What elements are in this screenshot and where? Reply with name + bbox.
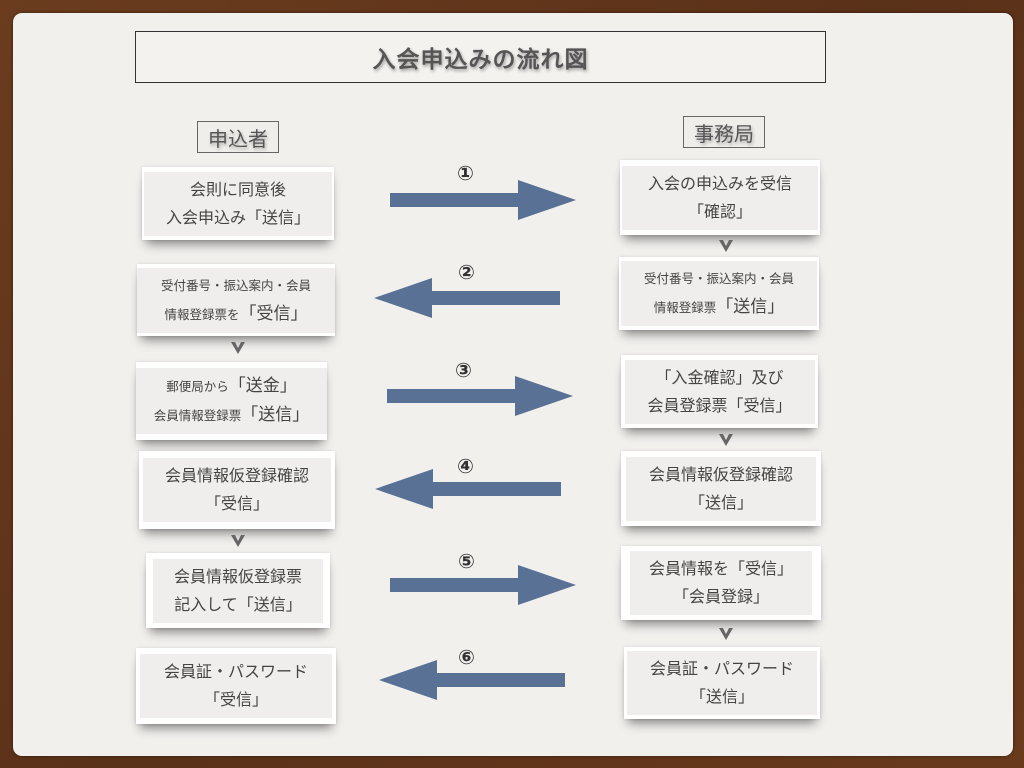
column-header-applicant-label: 申込者 <box>208 126 268 151</box>
flow-number-2: ② <box>458 260 475 284</box>
step-text: 入会の申込みを受信 <box>647 173 792 193</box>
step-text: 会員情報仮登録票 <box>173 566 302 586</box>
step-text: 会員情報を「受信」 <box>648 559 793 578</box>
flow-number-5: ⑤ <box>458 549 475 573</box>
applicant-step-6: 会員証・パスワード 「受信」 <box>136 648 336 724</box>
step-text: 会員登録票「受信」 <box>647 395 792 415</box>
step-text: 「受信」 <box>204 494 269 513</box>
left-arrow-icon <box>375 469 561 509</box>
column-header-applicant: 申込者 <box>197 121 279 153</box>
right-arrow-icon <box>387 376 573 416</box>
flow-number-3: ③ <box>455 358 472 382</box>
diagram-title: 入会申込みの流れ図 <box>372 47 589 73</box>
step-text: 情報登録票 <box>653 300 717 315</box>
office-step-5: 会員情報を「受信」 「会員登録」 <box>621 546 821 620</box>
step-emphasis: 「受信」 <box>239 303 308 324</box>
flow-number-4: ④ <box>457 454 474 478</box>
applicant-step-5: 会員情報仮登録票 記入して「送信」 <box>146 553 330 628</box>
down-arrow-icon <box>231 342 245 354</box>
flow-number-1: ① <box>457 161 474 185</box>
step-text: 会員情報登録票 <box>153 408 242 423</box>
step-text: 郵便局から <box>166 379 229 394</box>
down-arrow-icon <box>231 535 245 547</box>
applicant-step-2: 受付番号・振込案内・会員 情報登録票を「受信」 <box>137 264 335 336</box>
step-text: 「会員登録」 <box>672 587 769 606</box>
column-header-office: 事務局 <box>683 116 765 148</box>
applicant-step-4: 会員情報仮登録確認 「受信」 <box>139 451 335 529</box>
office-step-1: 入会の申込みを受信 「確認」 <box>620 160 820 235</box>
step-text: 会員情報仮登録確認 <box>648 464 793 484</box>
step-text: 「受信」 <box>203 690 268 709</box>
down-arrow-icon <box>719 434 733 446</box>
step-text: 会員証・パスワード <box>649 659 794 678</box>
step-text: 情報登録票を <box>164 306 240 322</box>
down-arrow-icon <box>719 240 733 252</box>
office-step-3: 「入金確認」及び 会員登録票「受信」 <box>621 355 818 428</box>
step-text: 会員証・パスワード <box>163 662 308 681</box>
office-step-4: 会員情報仮登録確認 「送信」 <box>621 451 821 526</box>
down-arrow-icon <box>719 628 733 640</box>
left-arrow-icon <box>379 660 565 700</box>
step-text: 会則に同意後 <box>189 179 286 199</box>
flow-number-6: ⑥ <box>458 645 475 669</box>
step-text: 会員情報仮登録確認 <box>164 466 309 485</box>
step-text: 記入して「送信」 <box>174 594 302 614</box>
right-arrow-icon <box>390 565 576 605</box>
step-text: 「送信」 <box>689 687 754 706</box>
left-arrow-icon <box>374 278 560 318</box>
step-emphasis: 「送信」 <box>241 405 310 425</box>
step-text: 受付番号・振込案内・会員 <box>643 271 794 286</box>
step-text: 「確認」 <box>687 201 752 221</box>
step-text: 「入金確認」及び <box>655 367 784 387</box>
office-step-2: 受付番号・振込案内・会員 情報登録票「送信」 <box>619 257 819 330</box>
step-emphasis: 「送信」 <box>716 297 785 317</box>
step-text: 受付番号・振込案内・会員 <box>160 277 311 293</box>
step-text: 「送信」 <box>688 492 753 512</box>
office-step-6: 会員証・パスワード 「送信」 <box>624 647 820 719</box>
step-text: 入会申込み「送信」 <box>165 207 310 227</box>
column-header-office-label: 事務局 <box>694 121 754 146</box>
right-arrow-icon <box>390 180 576 220</box>
step-emphasis: 「送金」 <box>228 376 297 396</box>
applicant-step-3: 郵便局から「送金」 会員情報登録票「送信」 <box>136 362 327 440</box>
applicant-step-1: 会則に同意後 入会申込み「送信」 <box>142 167 334 240</box>
title-box: 入会申込みの流れ図 <box>135 31 826 83</box>
